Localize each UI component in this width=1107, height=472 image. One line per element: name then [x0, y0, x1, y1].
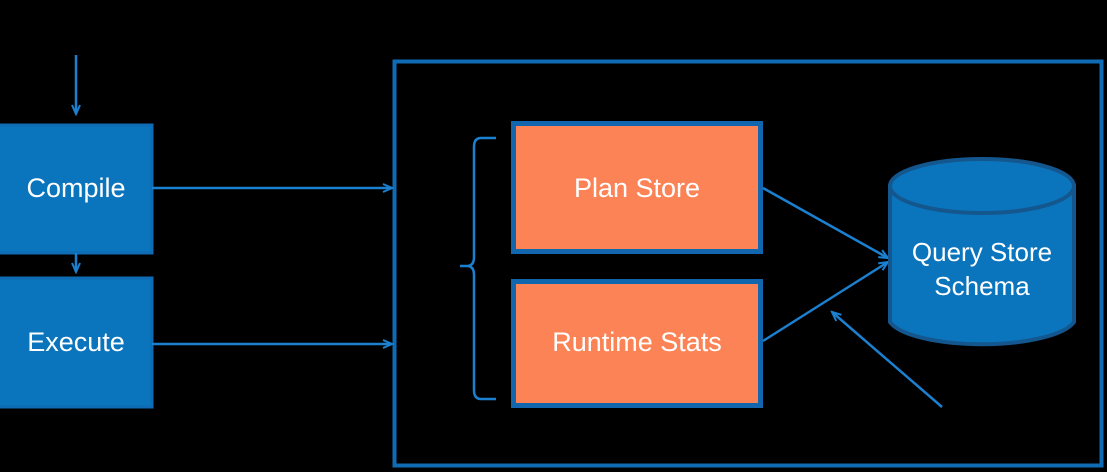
node-runtime-stats-label: Runtime Stats	[552, 327, 722, 357]
node-query-store-schema[interactable]: Query Store Schema	[888, 157, 1076, 347]
node-runtime-stats[interactable]: Runtime Stats	[511, 279, 763, 408]
plan-store-to-schema-arrow	[762, 186, 888, 258]
external-to-schema-arrow	[832, 312, 943, 408]
grouping-brace	[460, 136, 496, 401]
node-query-store-schema-label-line1: Query Store	[912, 237, 1052, 267]
node-compile-label: Compile	[26, 173, 125, 203]
node-compile[interactable]: Compile	[0, 123, 154, 255]
node-query-store-schema-label-line2: Schema	[934, 271, 1030, 301]
runtime-stats-to-schema-arrow	[762, 262, 888, 343]
node-execute-label: Execute	[27, 327, 125, 357]
node-execute[interactable]: Execute	[0, 276, 154, 409]
node-plan-store-label: Plan Store	[574, 173, 700, 203]
query-store-boundary	[392, 59, 1104, 468]
node-plan-store[interactable]: Plan Store	[511, 121, 763, 254]
